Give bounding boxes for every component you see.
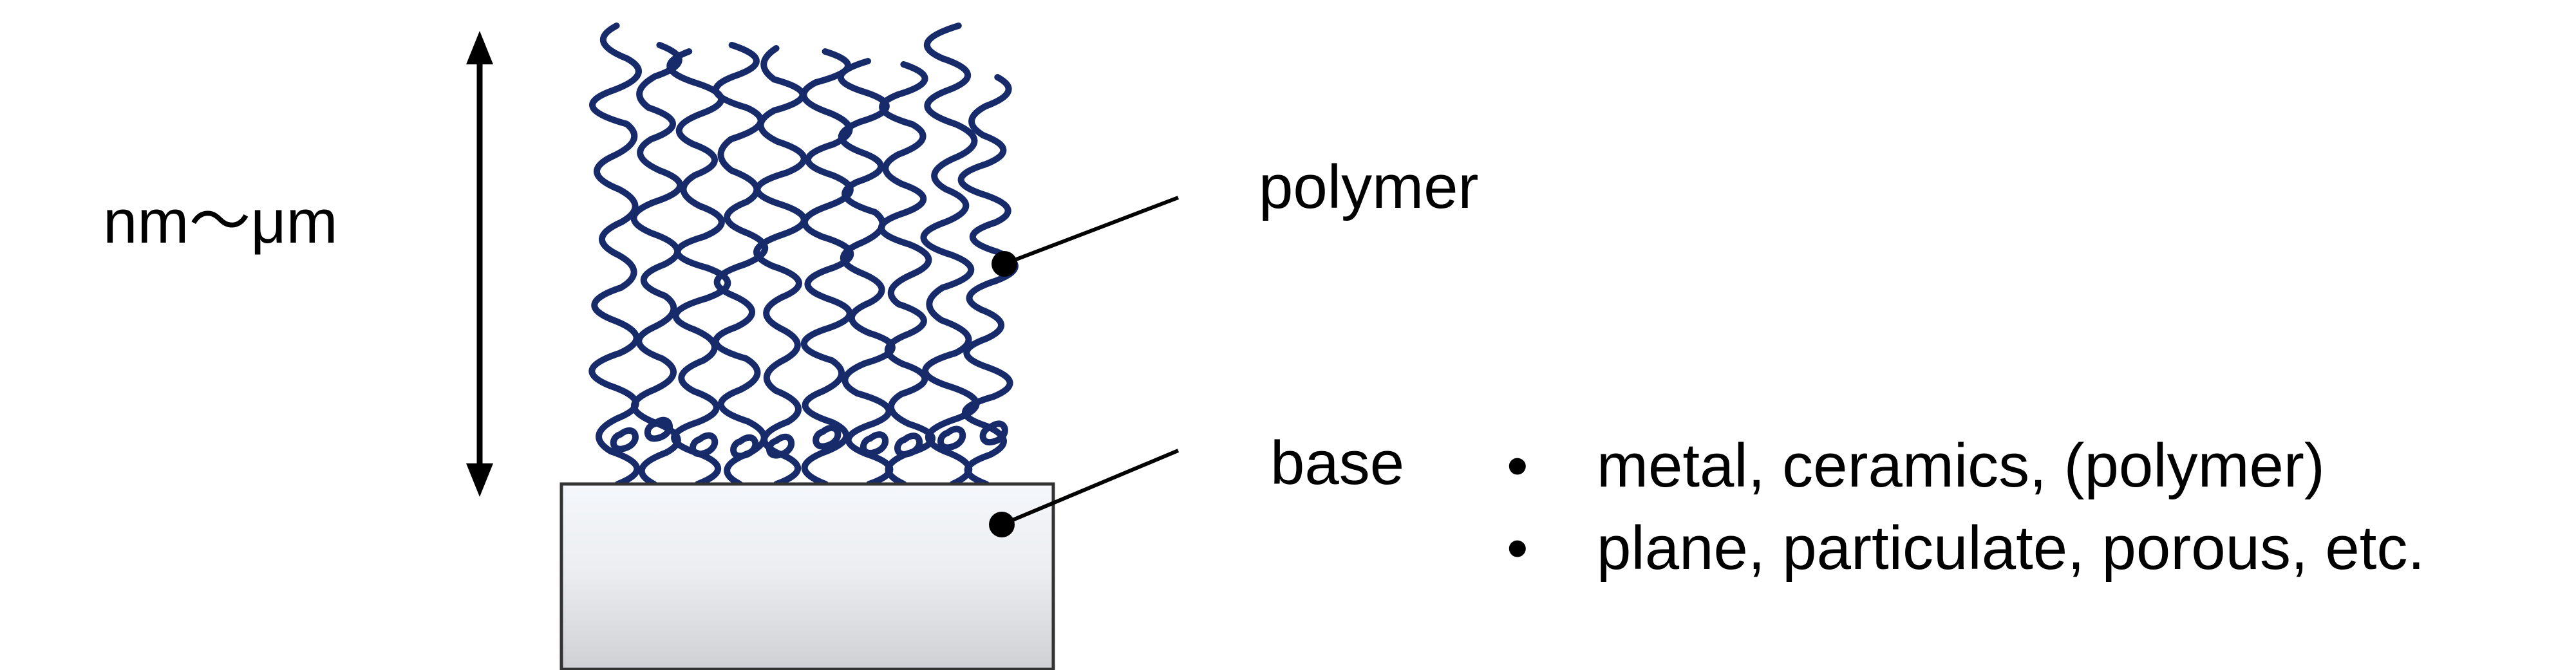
polymer-chain <box>920 23 980 487</box>
polymer-chain-loop <box>690 432 719 458</box>
polymer-label: polymer <box>1259 153 1479 221</box>
polymer-chain-loop <box>813 424 841 450</box>
polymer-chains <box>588 23 1019 487</box>
list-item: • metal, ceramics, (polymer) <box>1507 425 2425 507</box>
polymer-chain <box>630 42 684 487</box>
polymer-chain <box>753 45 807 487</box>
polymer-chain-loop <box>937 425 966 451</box>
polymer-chain <box>713 42 769 487</box>
polymer-chain <box>800 48 854 487</box>
polymer-chain-loop <box>894 433 923 458</box>
arrow-head-top <box>466 31 493 64</box>
list-item-text: plane, particulate, porous, etc. <box>1597 514 2425 582</box>
polymer-chain-loop <box>766 433 794 459</box>
scale-label: nm〜μm <box>103 187 338 256</box>
polymer-chain <box>588 23 642 487</box>
polymer-chain-loop <box>860 431 888 456</box>
list-item: • plane, particulate, porous, etc. <box>1507 507 2425 590</box>
polymer-pointer-dot <box>992 251 1017 277</box>
polymer-chain-loop <box>610 427 639 452</box>
base-label: base <box>1270 429 1405 498</box>
bullet-icon: • <box>1507 514 1528 582</box>
base-pointer-dot <box>989 512 1015 537</box>
polymer-chain <box>957 74 1019 487</box>
polymer-chain <box>837 58 896 487</box>
polymer-chain-loop <box>730 434 759 460</box>
arrow-head-bottom <box>466 463 493 497</box>
base-leader <box>989 449 1180 537</box>
polymer-chain <box>878 61 935 487</box>
bullet-icon: • <box>1507 431 1528 500</box>
thickness-arrow <box>466 31 493 497</box>
polymer-leader <box>992 196 1180 277</box>
polymer-chain <box>666 48 731 487</box>
base-properties-list: • metal, ceramics, (polymer) • plane, pa… <box>1507 425 2425 590</box>
base-substrate <box>559 482 1055 670</box>
list-item-text: metal, ceramics, (polymer) <box>1597 431 2325 500</box>
polymer-chain-loop <box>979 420 1008 446</box>
polymer-chain-loop <box>644 416 673 442</box>
